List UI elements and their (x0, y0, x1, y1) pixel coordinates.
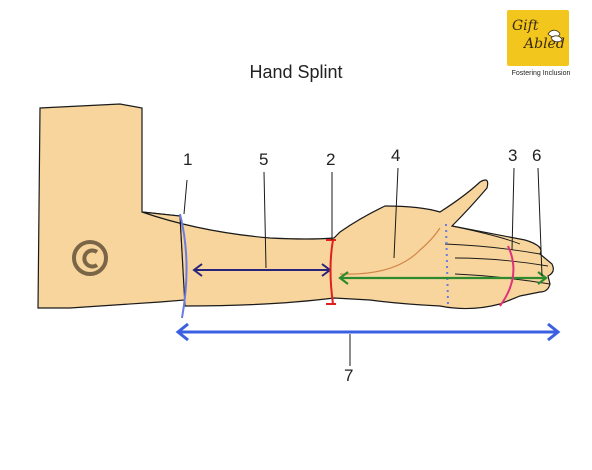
label-3: 3 (508, 146, 518, 165)
label-7: 7 (344, 366, 354, 385)
label-6: 6 (532, 146, 542, 165)
copyright-icon (72, 240, 108, 276)
knuckle-dotted-line (445, 223, 449, 305)
diagram-title: Hand Splint (249, 62, 343, 82)
marker-2-band (326, 239, 336, 305)
forearm (141, 179, 554, 310)
marker-1-band (179, 213, 188, 319)
upper-arm (37, 103, 186, 309)
label-1: 1 (183, 150, 193, 169)
label-4: 4 (391, 146, 401, 165)
marker-3-band (499, 245, 515, 307)
label-5: 5 (259, 150, 269, 169)
label-2: 2 (326, 150, 336, 169)
logo-tagline: Fostering Inclusion (511, 70, 571, 77)
logo-text-line1: Gift (512, 18, 539, 34)
marker-4-line (339, 227, 441, 275)
